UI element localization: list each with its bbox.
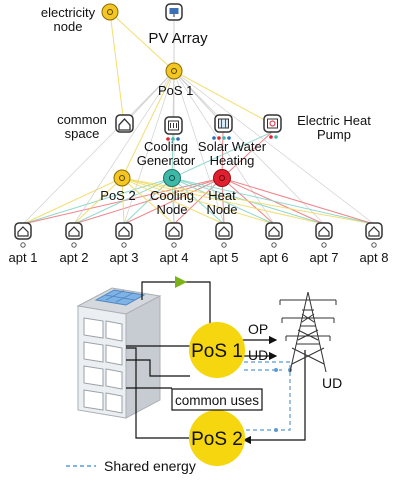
- apartment-node[interactable]: apt 8: [360, 222, 389, 265]
- legend-label: Shared energy: [104, 458, 196, 474]
- op-label: OP: [248, 321, 268, 337]
- building-floors: [83, 317, 123, 414]
- schematic-lines: [126, 281, 306, 445]
- electric-heat-pump-label-1: Electric Heat: [297, 113, 371, 128]
- cooling-node-label-2: Node: [156, 202, 187, 217]
- apartment-label: apt 8: [360, 250, 389, 265]
- common-space-label-1: common: [57, 112, 107, 127]
- apartment-label: apt 7: [310, 250, 339, 265]
- transmission-tower-icon: [279, 291, 337, 373]
- apartment-node[interactable]: apt 4: [160, 222, 189, 265]
- pos2-label: PoS 2: [100, 188, 135, 203]
- solar-water-heating-node[interactable]: Solar Water Heating: [198, 114, 267, 168]
- apartment-node[interactable]: apt 6: [260, 222, 289, 265]
- apartment-label: apt 1: [9, 250, 38, 265]
- pos1-node[interactable]: PoS 1: [158, 62, 193, 98]
- house-icon: [68, 226, 80, 237]
- heat-node-label-2: Node: [206, 202, 237, 217]
- pos2-node[interactable]: PoS 2: [100, 169, 136, 203]
- house-icon: [268, 226, 280, 237]
- house-icon: [168, 226, 180, 237]
- apartment-label: apt 3: [110, 250, 139, 265]
- cooling-unit-icon: [168, 120, 179, 131]
- house-icon: [17, 226, 29, 237]
- cooling-node[interactable]: Cooling Node: [150, 169, 194, 218]
- house-icon: [118, 118, 131, 131]
- cooling-node-label-1: Cooling: [150, 188, 194, 203]
- pos1-circle[interactable]: PoS 1: [189, 322, 245, 378]
- common-uses-box[interactable]: common uses: [171, 388, 263, 411]
- house-icon: [218, 226, 230, 237]
- pos2-circle-label: PoS 2: [191, 429, 243, 450]
- apartment-label: apt 2: [60, 250, 89, 265]
- rooftop-solar-panel-icon: [94, 289, 146, 306]
- solar-panel-icon: [169, 8, 179, 17]
- solar-water-heating-label-1: Solar Water: [198, 139, 267, 154]
- electricity-node-label-2: node: [54, 19, 83, 34]
- apartment-node[interactable]: apt 2: [60, 222, 89, 265]
- common-space-label-2: space: [65, 126, 100, 141]
- graph-edges: [22, 11, 375, 225]
- apartment-node[interactable]: apt 1: [9, 222, 38, 265]
- pv-array-node[interactable]: PV Array: [148, 3, 208, 47]
- apartment-label: apt 5: [210, 250, 239, 265]
- house-icon: [318, 226, 330, 237]
- pv-flow-arrow: [175, 276, 187, 288]
- apartment-node[interactable]: apt 7: [310, 222, 339, 265]
- apartment-row: apt 1 apt 2 apt 3 apt 4 apt 5 apt 6 apt 7 apt 8: [9, 222, 389, 265]
- shared-energy-dots: [274, 368, 292, 432]
- electric-heat-pump-label-2: Pump: [317, 127, 351, 142]
- solar-water-heating-label-2: Heating: [210, 153, 255, 168]
- cooling-generator-label-1: Cooling: [144, 139, 188, 154]
- heat-node[interactable]: Heat Node: [206, 169, 238, 218]
- apartment-label: apt 6: [260, 250, 289, 265]
- heat-node-label-1: Heat: [208, 188, 236, 203]
- electric-heat-pump-node[interactable]: Electric Heat Pump: [263, 113, 371, 142]
- apartment-label: apt 4: [160, 250, 189, 265]
- apartment-node[interactable]: apt 3: [110, 222, 139, 265]
- cooling-generator-node[interactable]: Cooling Generator: [137, 116, 196, 168]
- apartment-node[interactable]: apt 5: [210, 222, 239, 265]
- ud-near-label: UD: [248, 347, 268, 363]
- cooling-generator-label-2: Generator: [137, 153, 196, 168]
- ud-right-label: UD: [322, 375, 342, 391]
- house-icon: [118, 226, 130, 237]
- house-icon: [368, 226, 380, 237]
- pos2-circle[interactable]: PoS 2: [189, 410, 245, 466]
- legend: Shared energy: [66, 458, 196, 474]
- common-uses-label: common uses: [175, 393, 259, 408]
- heat-pump-icon: [267, 118, 278, 129]
- common-space-node[interactable]: common space: [57, 112, 134, 141]
- pos1-circle-label: PoS 1: [191, 341, 243, 362]
- solar-collector-icon: [218, 118, 229, 129]
- electricity-node-label-1: electricity: [41, 5, 96, 20]
- electricity-node[interactable]: electricity node: [41, 3, 119, 34]
- building-illustration: [76, 287, 162, 419]
- pos1-label: PoS 1: [158, 83, 193, 98]
- pv-array-label: PV Array: [148, 30, 208, 47]
